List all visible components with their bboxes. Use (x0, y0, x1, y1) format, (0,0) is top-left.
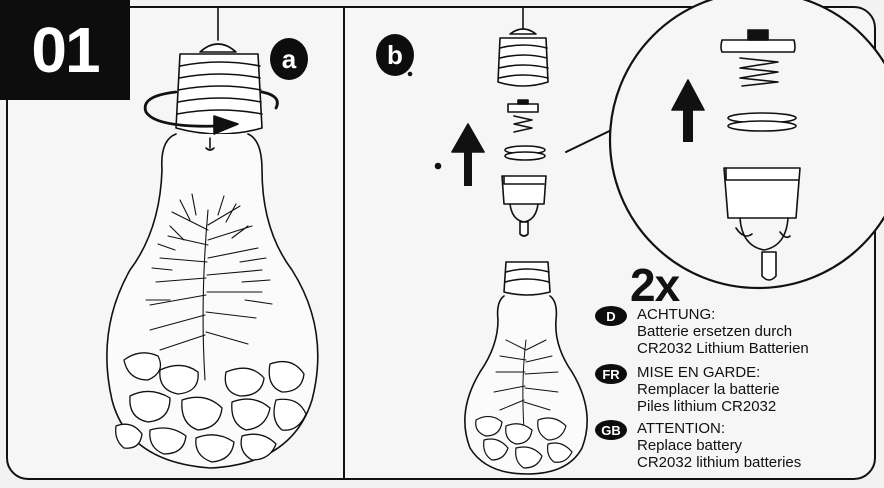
warning-de-line: Batterie ersetzen durch (637, 323, 809, 340)
battery-quantity: 2x (630, 258, 679, 312)
panel-a-label: a (270, 38, 308, 80)
warning-de-heading: ACHTUNG: (637, 306, 809, 323)
warning-gb-line: Replace battery (637, 437, 801, 454)
warning-gb: GB ATTENTION: Replace battery CR2032 lit… (595, 420, 801, 471)
warning-gb-line: CR2032 lithium batteries (637, 454, 801, 471)
exploded-view-illustration (409, 8, 625, 474)
zoom-detail-circle (610, 0, 884, 288)
warning-gb-text: ATTENTION: Replace battery CR2032 lithiu… (637, 420, 801, 471)
warning-de-text: ACHTUNG: Batterie ersetzen durch CR2032 … (637, 306, 809, 357)
warning-fr-heading: MISE EN GARDE: (637, 364, 780, 381)
language-badge-de: D (595, 306, 627, 326)
warning-gb-heading: ATTENTION: (637, 420, 801, 437)
panel-b-label: b (376, 34, 414, 76)
warning-fr-text: MISE EN GARDE: Remplacer la batterie Pil… (637, 364, 780, 415)
language-badge-fr: FR (595, 364, 627, 384)
warning-fr: FR MISE EN GARDE: Remplacer la batterie … (595, 364, 780, 415)
warning-de: D ACHTUNG: Batterie ersetzen durch CR203… (595, 306, 809, 357)
language-badge-gb: GB (595, 420, 627, 440)
warning-fr-line: Remplacer la batterie (637, 381, 780, 398)
warning-fr-line: Piles lithium CR2032 (637, 398, 780, 415)
warning-de-line: CR2032 Lithium Batterien (637, 340, 809, 357)
